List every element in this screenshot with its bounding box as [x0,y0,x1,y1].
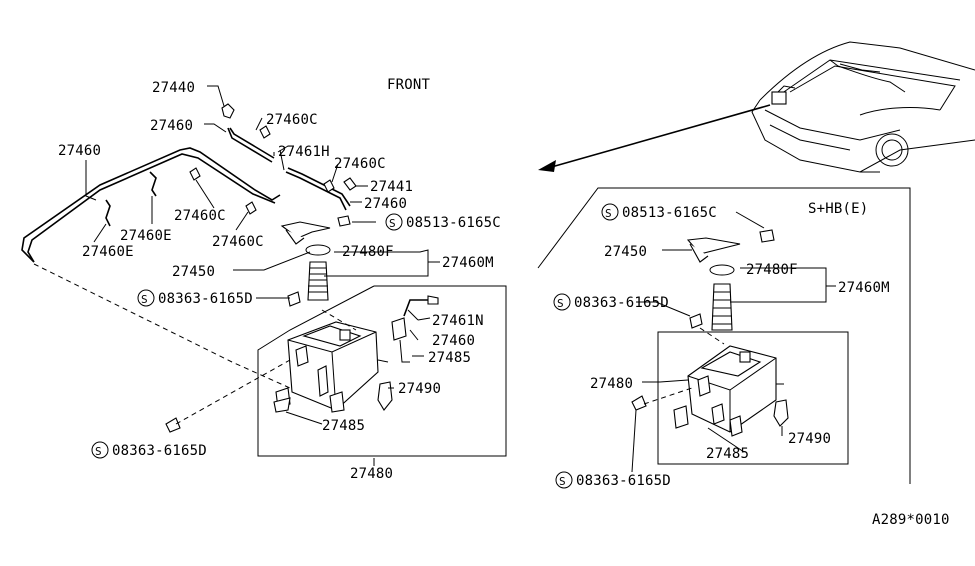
label-27480-left: 27480 [350,466,393,482]
label-08513-left: 08513-6165C [406,215,501,231]
label-27480f-left: 27480F [342,244,394,260]
label-27490-right: 27490 [788,431,831,447]
label-27490-left: 27490 [398,381,441,397]
boot-27460m-left [307,261,329,301]
leaders-left [85,85,440,425]
screw-symbol-4: S [605,207,612,220]
reservoir-27480-left [165,291,439,433]
o-ring-27480f-right [709,264,735,276]
bracket-27450-right [686,229,775,263]
o-ring-27480f-left [305,244,331,256]
label-27460c-d: 27460C [212,234,264,250]
label-27460-d: 27460 [432,333,475,349]
hose-assembly-left [21,103,357,263]
pointer-arrow [538,104,771,172]
label-08363-left-b: 08363-6165D [112,443,207,459]
screw-right-a [689,313,703,329]
screw-symbol-2: S [141,293,148,306]
screw-right-b [631,395,647,411]
label-27485-a: 27485 [428,350,471,366]
dash-hose-to-reservoir [33,263,291,389]
screw-symbol-1: S [389,217,396,230]
label-27485-b: 27485 [322,418,365,434]
label-27460-a: 27460 [150,118,193,134]
label-08363-right-b: 08363-6165D [576,473,671,489]
leaders-right [631,211,836,473]
frame-right-outer [537,187,911,484]
label-27460m-left: 27460M [442,255,494,271]
label-variant: S+HB(E) [808,201,868,217]
label-27440: 27440 [152,80,195,96]
screw-symbols: S S S S S S [91,203,619,489]
label-27460c-b: 27460C [334,156,386,172]
screw-left-b [165,417,181,433]
clip-27440 [221,103,235,119]
screw-symbol-6: S [559,475,566,488]
label-27480f-right: 27480F [746,262,798,278]
car-tank-marker [771,91,787,105]
label-front: FRONT [387,77,431,93]
car-sketch [751,41,975,173]
frame-right-inner [657,331,849,465]
label-08363-right-a: 08363-6165D [574,295,669,311]
label-27480-right: 27480 [590,376,633,392]
label-27460c-c: 27460C [174,208,226,224]
boot-27460m-right [711,283,733,331]
label-27485-right: 27485 [706,446,749,462]
label-27460e-b: 27460E [82,244,134,260]
screw-left-a [287,291,301,307]
label-ref-code: A289*0010 [872,512,950,528]
label-27450-left: 27450 [172,264,215,280]
screw-symbol-3: S [95,445,102,458]
frame-left [257,285,507,457]
label-08363-left-a: 08363-6165D [158,291,253,307]
label-27450-right: 27450 [604,244,647,260]
labels: FRONT S+HB(E) A289*0010 27440 27460 2746… [58,77,950,528]
reservoir-27480-right [673,345,789,437]
label-27460-b: 27460 [58,143,101,159]
bracket-27450-left [280,215,351,245]
label-27441: 27441 [370,179,413,195]
label-27461h: 27461H [278,144,330,160]
screw-symbol-5: S [557,297,564,310]
label-27460-c: 27460 [364,196,407,212]
label-08513-right: 08513-6165C [622,205,717,221]
label-27461n: 27461N [432,313,484,329]
label-27460c-a: 27460C [266,112,318,128]
label-27460e-a: 27460E [120,228,172,244]
label-27460m-right: 27460M [838,280,890,296]
dash-screw-left [175,359,291,425]
